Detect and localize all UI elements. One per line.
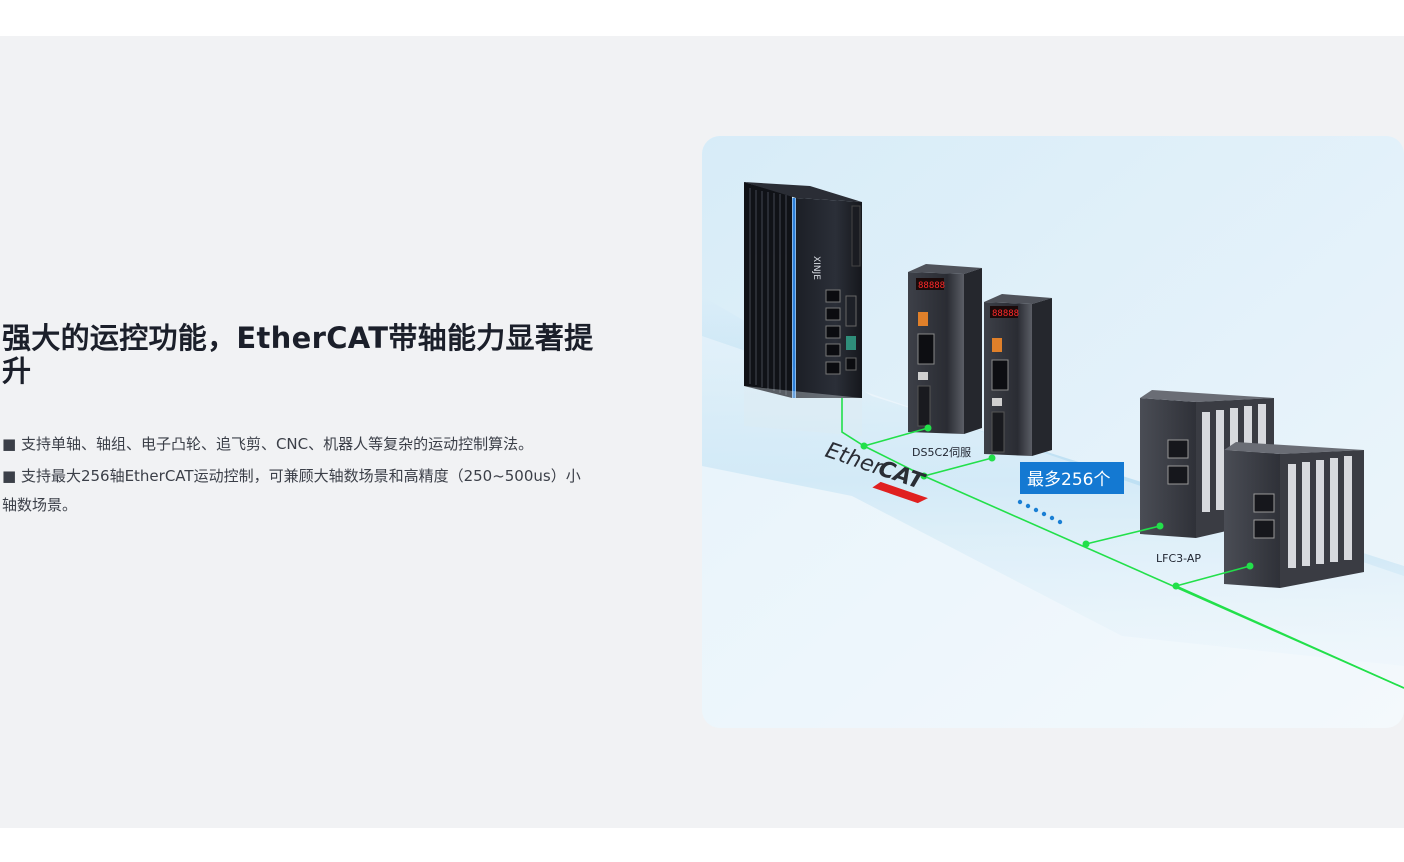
- servo-label: DS5C2伺服: [912, 446, 971, 459]
- servo-drive-2: 88888: [984, 294, 1052, 456]
- servo-drive-1: 88888: [908, 264, 982, 434]
- ethercat-topology-figure: XINJE 88888: [702, 136, 1404, 728]
- ipc-brand-text: XINJE: [811, 256, 821, 280]
- feature-bullet-list: ■ 支持单轴、轴组、电子凸轮、追飞剪、CNC、机器人等复杂的运动控制算法。 ■ …: [2, 430, 592, 523]
- io-module-2: [1224, 442, 1364, 588]
- continuation-dots: [1017, 499, 1063, 525]
- max-nodes-badge-text: 最多256个: [1027, 470, 1110, 490]
- floor-highlight: [702, 336, 1404, 728]
- feature-bullet-1: ■ 支持单轴、轴组、电子凸轮、追飞剪、CNC、机器人等复杂的运动控制算法。: [2, 435, 534, 453]
- bus-nodes: [860, 424, 1254, 590]
- industrial-pc: XINJE: [744, 182, 862, 436]
- feature-title: 强大的运控功能，EtherCAT带轴能力显著提升: [2, 321, 594, 388]
- max-nodes-badge: 最多256个: [1020, 462, 1124, 494]
- ethercat-logo-arrow-icon: [872, 481, 928, 504]
- servo-1-display: 88888: [918, 281, 945, 291]
- io-module-label: LFC3-AP: [1156, 552, 1201, 565]
- servo-2-display: 88888: [992, 309, 1019, 319]
- ethercat-topology-illustration: XINJE 88888: [702, 136, 1404, 728]
- feature-bullet-2: ■ 支持最大256轴EtherCAT运动控制，可兼顾大轴数场景和高精度（250~…: [2, 467, 581, 514]
